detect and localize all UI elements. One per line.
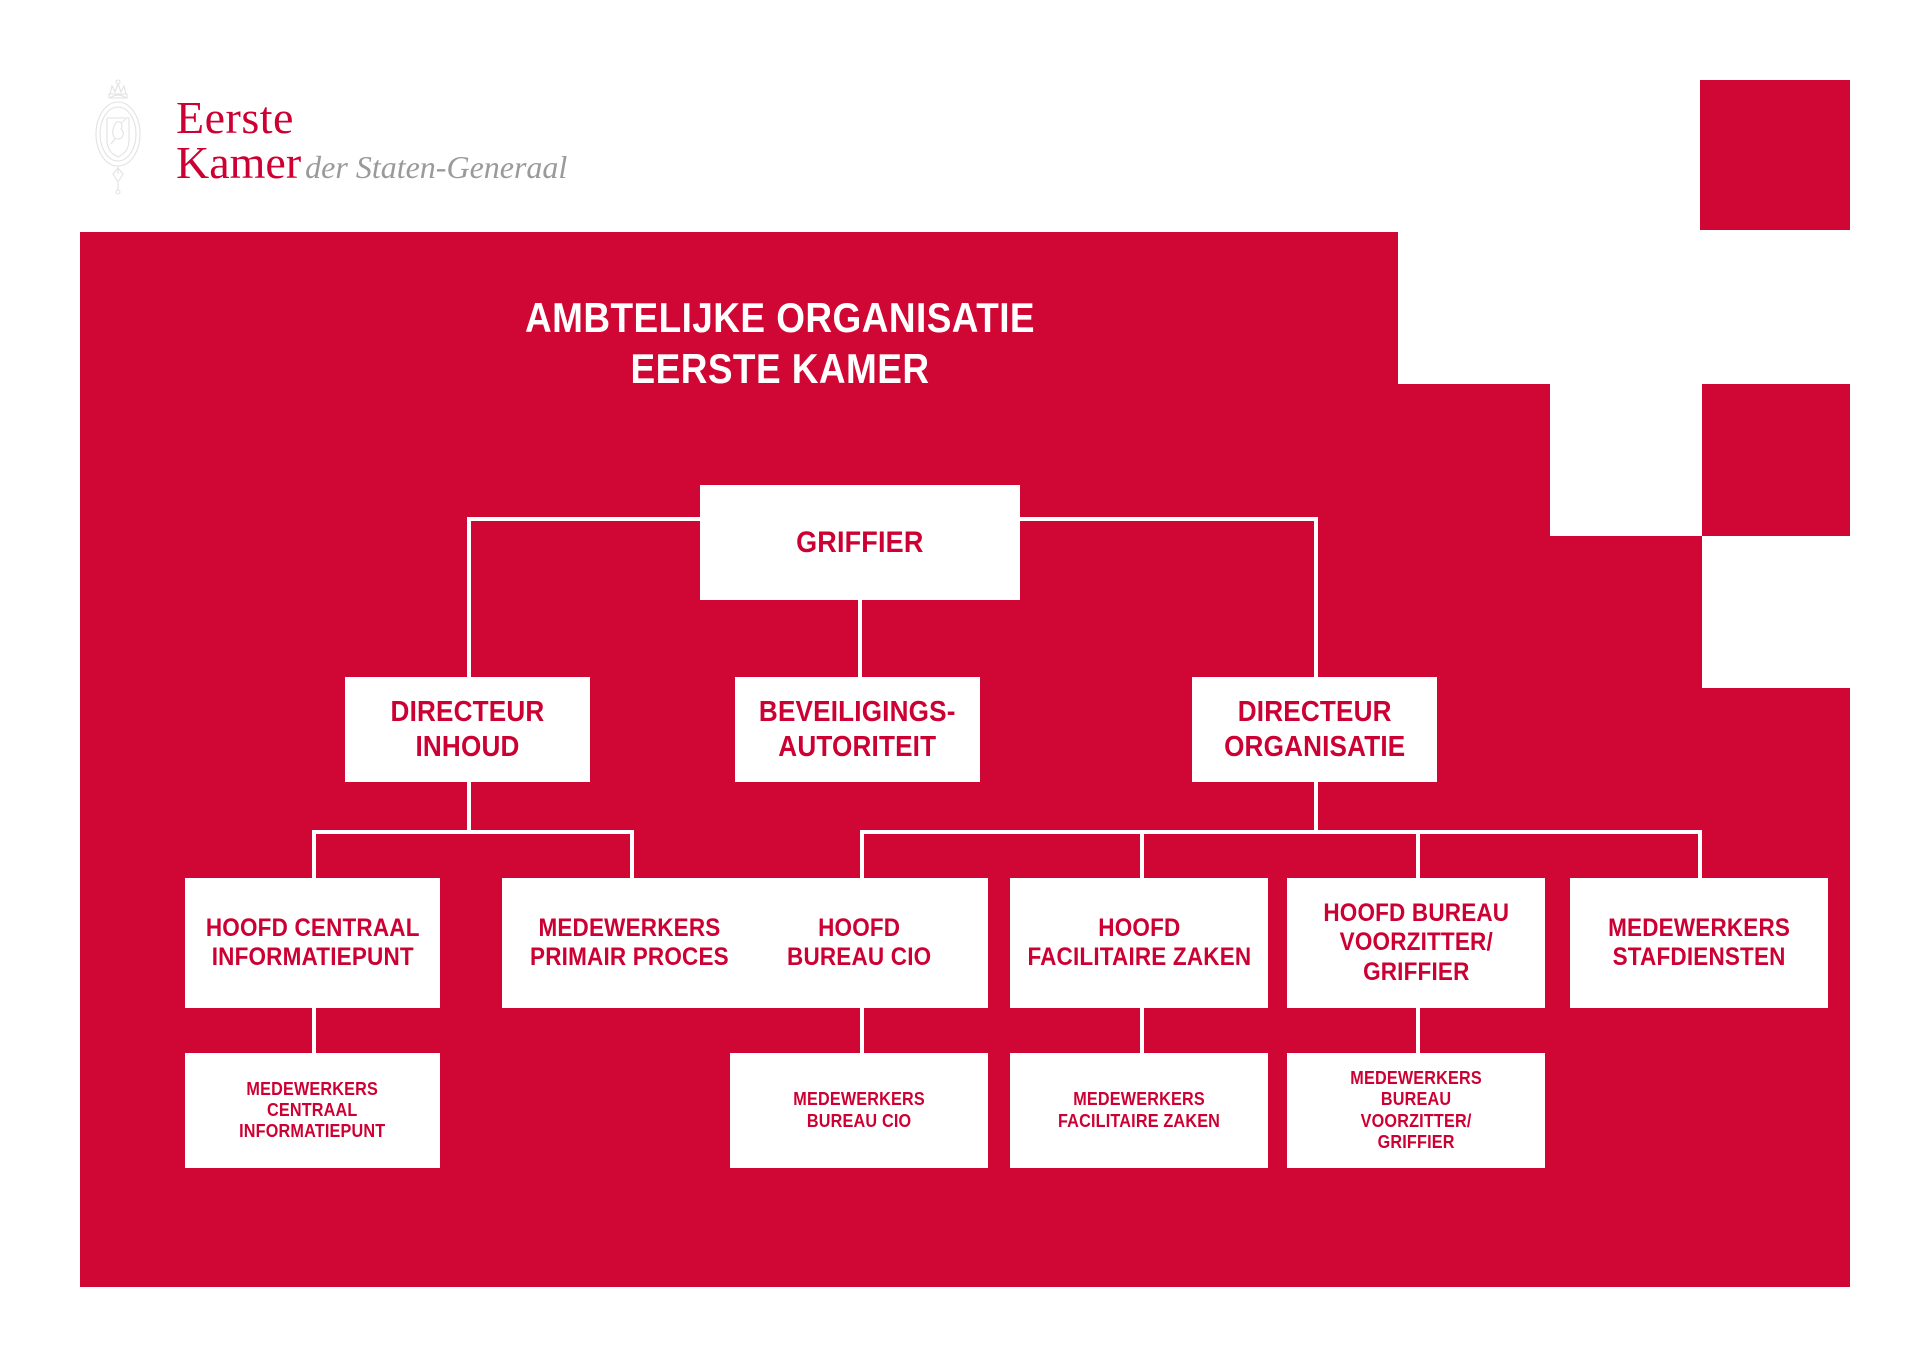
node-directeur-organisatie-label: DIRECTEUR ORGANISATIE [1223,696,1406,763]
edge-dirinhoud-to-cip [312,830,316,878]
node-hoofd-bureau-voorzitter-griffier-label: HOOFD BUREAU VOORZITTER/ GRIFFIER [1323,898,1509,986]
royal-coat-of-arms-icon [95,79,141,195]
decor-notch-1 [1398,232,1550,384]
node-griffier[interactable]: GRIFFIER [700,485,1020,600]
page-title-line-1: AMBTELIJKE ORGANISATIE [524,294,1036,341]
brand-kamer-text: Kamer [176,137,302,189]
edge-griffier-left [467,517,702,521]
node-hoofd-centraal-informatiepunt-label: HOOFD CENTRAAL INFORMATIEPUNT [205,913,420,972]
node-medewerkers-stafdiensten[interactable]: MEDEWERKERS STAFDIENSTEN [1570,878,1828,1008]
node-hoofd-bureau-cio[interactable]: HOOFD BUREAU CIO [730,878,988,1008]
edge-dirorg-stem [1314,782,1318,834]
edge-bvg-to-mdwbvg [1416,1008,1420,1053]
decor-notch-4 [1550,384,1702,536]
node-medewerkers-facilitaire-zaken-label: MEDEWERKERS FACILITAIRE ZAKEN [1057,1089,1221,1131]
node-griffier-label: GRIFFIER [796,525,924,559]
node-medewerkers-primair-proces[interactable]: MEDEWERKERS PRIMAIR PROCES [502,878,757,1008]
brand-suffix-text: der Staten-Generaal [305,149,568,186]
node-medewerkers-facilitaire-zaken[interactable]: MEDEWERKERS FACILITAIRE ZAKEN [1010,1053,1268,1168]
node-directeur-inhoud[interactable]: DIRECTEUR INHOUD [345,677,590,782]
decor-notch-2 [1550,232,1702,384]
node-medewerkers-bureau-cio-label: MEDEWERKERS BUREAU CIO [793,1089,925,1131]
edge-dirorg-to-staf [1698,830,1702,878]
decor-square-1 [1700,80,1850,230]
node-medewerkers-bureau-voorzitter-griffier-label: MEDEWERKERS BUREAU VOORZITTER/ GRIFFIER [1350,1068,1482,1152]
node-directeur-inhoud-label: DIRECTEUR INHOUD [390,696,545,763]
node-medewerkers-stafdiensten-label: MEDEWERKERS STAFDIENSTEN [1608,913,1790,972]
edge-dirinhoud-bar [312,830,634,834]
decor-notch-5 [1702,536,1854,688]
node-medewerkers-primair-proces-label: MEDEWERKERS PRIMAIR PROCES [530,913,729,972]
node-hoofd-centraal-informatiepunt[interactable]: HOOFD CENTRAAL INFORMATIEPUNT [185,878,440,1008]
node-medewerkers-centraal-informatiepunt[interactable]: MEDEWERKERS CENTRAAL INFORMATIEPUNT [185,1053,440,1168]
edge-dirinhoud-stem [467,782,471,834]
node-medewerkers-bureau-voorzitter-griffier[interactable]: MEDEWERKERS BUREAU VOORZITTER/ GRIFFIER [1287,1053,1545,1168]
page-title: AMBTELIJKE ORGANISATIE EERSTE KAMER [164,292,1396,394]
edge-dirorg-to-cio [860,830,864,878]
node-beveiligingsautoriteit-label: BEVEILIGINGS- AUTORITEIT [759,696,956,763]
edge-griffier-right-drop [1314,517,1318,677]
page-title-line-2: EERSTE KAMER [630,345,930,393]
node-directeur-organisatie[interactable]: DIRECTEUR ORGANISATIE [1192,677,1437,782]
node-hoofd-bureau-cio-label: HOOFD BUREAU CIO [786,913,932,972]
edge-griffier-right [1018,517,1318,521]
node-hoofd-facilitaire-zaken-label: HOOFD FACILITAIRE ZAKEN [1027,913,1251,972]
decor-notch-3 [1702,232,1854,384]
edge-griffier-center-drop [858,600,862,677]
edge-cip-to-mdwcip [312,1008,316,1053]
edge-dirorg-bar [860,830,1702,834]
edge-fz-to-mdwfz [1140,1008,1144,1053]
main-red-panel: AMBTELIJKE ORGANISATIE EERSTE KAMER [80,232,1854,1287]
edge-griffier-left-drop [467,517,471,677]
node-hoofd-bureau-voorzitter-griffier[interactable]: HOOFD BUREAU VOORZITTER/ GRIFFIER [1287,878,1545,1008]
edge-dirorg-to-bvg [1416,830,1420,878]
edge-dirorg-to-fz [1140,830,1144,878]
brand-line-eerste: Eerste [176,92,294,143]
node-hoofd-facilitaire-zaken[interactable]: HOOFD FACILITAIRE ZAKEN [1010,878,1268,1008]
edge-cio-to-mdwcio [860,1008,864,1053]
node-medewerkers-centraal-informatiepunt-label: MEDEWERKERS CENTRAAL INFORMATIEPUNT [239,1078,386,1142]
node-beveiligingsautoriteit[interactable]: BEVEILIGINGS- AUTORITEIT [735,677,980,782]
edge-dirinhoud-to-primair [630,830,634,878]
node-medewerkers-bureau-cio[interactable]: MEDEWERKERS BUREAU CIO [730,1053,988,1168]
